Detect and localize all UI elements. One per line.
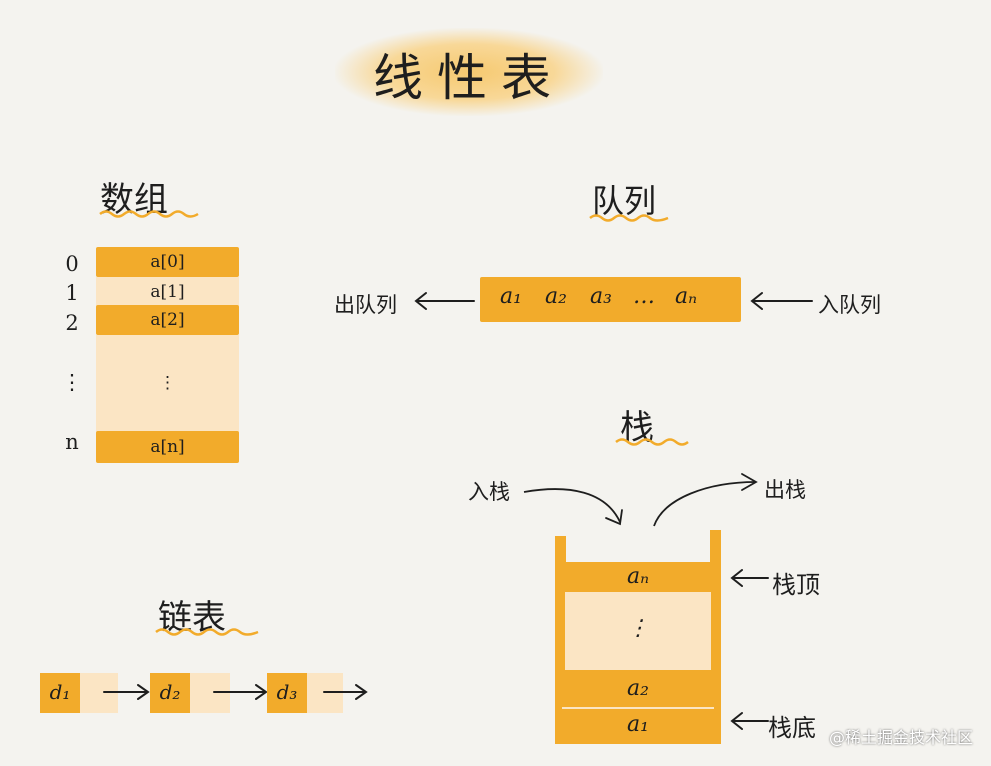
array-cell-label: ⋮ xyxy=(159,373,176,393)
stack-item-2: a₂ xyxy=(627,676,649,701)
array-cell-0: a[0] xyxy=(96,247,239,277)
stack-divider xyxy=(562,707,714,709)
title-highlight xyxy=(335,28,603,116)
list-arrow-3-icon xyxy=(323,684,368,700)
enqueue-arrow-icon xyxy=(750,292,813,310)
queue-item-n: aₙ xyxy=(675,284,698,309)
stack-right-rim xyxy=(710,530,721,568)
queue-heading-squiggle xyxy=(589,214,669,222)
stack-item-1: a₁ xyxy=(627,712,649,737)
queue-heading: 队列 xyxy=(592,182,657,220)
array-cell-label: a[n] xyxy=(150,437,185,457)
stack-item-top: aₙ xyxy=(626,564,650,589)
array-heading-squiggle xyxy=(99,210,199,218)
array-cell-label: a[1] xyxy=(150,282,185,302)
list-node-1-data xyxy=(40,673,80,713)
array-cell-1: a[1] xyxy=(96,277,239,306)
stack-top-label: 栈顶 xyxy=(772,571,820,599)
array-index-ellipsis: ⋮ xyxy=(61,370,83,394)
dequeue-arrow-icon xyxy=(414,292,475,310)
array-index-2: 2 xyxy=(65,311,79,335)
queue-bar xyxy=(480,277,741,322)
stack-top-arrow-icon xyxy=(730,569,769,587)
stack-middle-gap xyxy=(565,592,711,670)
queue-item-1: a₁ xyxy=(500,284,522,309)
list-node-3-data xyxy=(267,673,307,713)
array-index-1: 1 xyxy=(65,281,79,305)
queue-item-3: a₃ xyxy=(590,284,612,309)
array-index-0: 0 xyxy=(65,252,79,276)
push-label: 入栈 xyxy=(468,480,510,504)
stack-left-rim xyxy=(555,536,566,568)
dequeue-label: 出队列 xyxy=(334,293,397,317)
pop-label: 出栈 xyxy=(764,478,806,502)
list-node-1-label: d₁ xyxy=(49,680,71,704)
array-cell-label: a[2] xyxy=(150,310,185,330)
list-node-2-data xyxy=(150,673,190,713)
stack-heading-squiggle xyxy=(615,438,689,446)
list-arrow-2-icon xyxy=(213,684,268,700)
array-cell-n: a[n] xyxy=(96,431,239,463)
queue-item-2: a₂ xyxy=(545,284,567,309)
array-cell-label: a[0] xyxy=(150,252,185,272)
stack-item-ellipsis: ⋮ xyxy=(627,616,649,641)
list-node-3-label: d₃ xyxy=(276,680,298,704)
list-arrow-1-icon xyxy=(103,684,150,700)
queue-item-ellipsis: … xyxy=(633,284,655,309)
pop-arrow-icon xyxy=(653,473,758,527)
stack-bottom-arrow-icon xyxy=(730,712,769,730)
push-arrow-icon xyxy=(523,488,623,526)
linked-list-heading-squiggle xyxy=(155,628,259,636)
list-node-2-label: d₂ xyxy=(159,680,181,704)
watermark: @稀土掘金技术社区 xyxy=(828,728,973,747)
enqueue-label: 入队列 xyxy=(818,293,881,317)
stack-bottom-label: 栈底 xyxy=(768,714,816,742)
array-index-n: n xyxy=(65,430,79,454)
array-cell-2: a[2] xyxy=(96,305,239,335)
page-title: 线性表 xyxy=(373,49,565,107)
array-cell-ellipsis: ⋮ xyxy=(96,335,239,432)
